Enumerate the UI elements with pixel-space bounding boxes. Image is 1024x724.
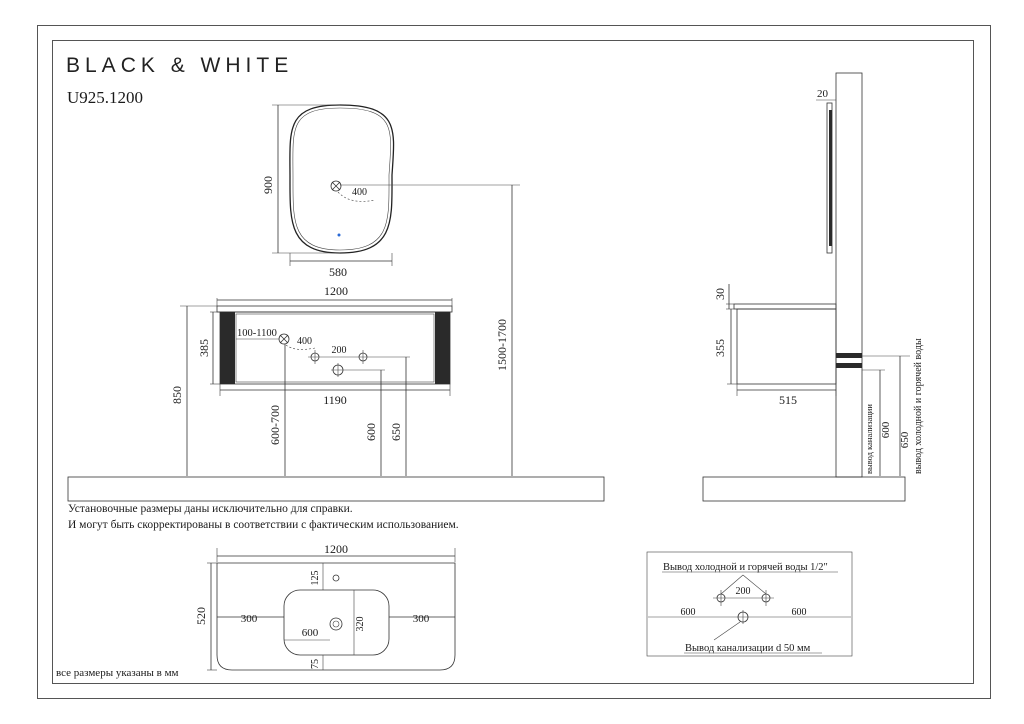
supply-height-label: 650	[389, 423, 403, 441]
note-line-1: Установочные размеры даны исключительно …	[68, 503, 353, 515]
side-drain-label: вывод канализации	[864, 404, 874, 474]
model-number: U925.1200	[67, 88, 144, 107]
mirror-sensor-dot	[337, 233, 341, 237]
cabinet-front-view: 1200 100-1100 400 200	[197, 284, 453, 407]
countertop-side	[733, 303, 837, 310]
detail-spacing-label: 200	[736, 586, 751, 597]
side-depth-label: 515	[779, 393, 797, 407]
mirror-width-label: 580	[329, 265, 347, 279]
wall-side	[835, 72, 863, 478]
top-faucet-hole	[332, 574, 340, 582]
mirror-switch-icon	[330, 180, 342, 192]
faucet-height-label: 600-700	[268, 405, 282, 445]
cabinet-side	[736, 308, 837, 385]
top-outline	[216, 562, 456, 671]
side-supply-label: вывод холодной и горячей воды	[913, 338, 924, 474]
floor-side	[702, 476, 906, 502]
wall-gap-label: 20	[817, 88, 829, 100]
basin-bowl	[283, 589, 390, 656]
cabinet-left-handle	[220, 312, 235, 384]
cabinet-radius-label: 400	[297, 336, 312, 347]
plumbing-detail: Вывод холодной и горячей воды 1/2" 200 6…	[646, 551, 853, 657]
mirror-inner-outline	[292, 107, 391, 251]
cabinet-bottom-width-label: 1190	[323, 393, 347, 407]
cabinet-top-width-label: 1200	[324, 284, 348, 298]
note-line-2: И могут быть скорректированы в соответст…	[68, 519, 459, 531]
mirror-view: 400 900 580	[261, 104, 395, 279]
bowl-depth-label: 320	[355, 617, 366, 632]
basin-drain	[329, 617, 343, 631]
top-depth-label: 520	[194, 607, 208, 625]
side-supply-height-label: 650	[899, 431, 911, 448]
cabinet-height-label: 385	[197, 339, 211, 357]
side-drain-height-label: 600	[880, 421, 892, 438]
plumbing-title: Вывод холодной и горячей воды 1/2"	[663, 562, 828, 573]
faucet-offset-label: 125	[310, 571, 321, 586]
countertop	[216, 305, 453, 313]
mirror-radius-label: 400	[352, 187, 367, 198]
drain-height-label: 600	[364, 423, 378, 441]
top-width-label: 1200	[324, 542, 348, 556]
faucet-range-label: 100-1100	[237, 328, 277, 339]
left-margin-label: 300	[241, 613, 258, 625]
mirror-height-label: 900	[261, 176, 275, 194]
side-cabinet-height-label: 355	[713, 339, 727, 357]
inner-frame	[52, 40, 974, 684]
side-view: 20 30 355 515 вывод канализации	[702, 72, 924, 502]
detail-drain-label: Вывод канализации d 50 мм	[685, 643, 811, 654]
cabinet-right-handle	[435, 312, 450, 384]
units-footnote: все размеры указаны в мм	[56, 667, 179, 679]
plumbing-box	[646, 551, 853, 657]
outer-frame	[37, 25, 991, 699]
floor-front	[67, 476, 605, 502]
detail-right-label: 600	[792, 607, 807, 618]
detail-left-label: 600	[681, 607, 696, 618]
pipe-spacing-label: 200	[332, 345, 347, 356]
right-margin-label: 300	[413, 613, 430, 625]
mirror-mount-height-label: 1500-1700	[495, 319, 509, 371]
bowl-width-label: 600	[302, 627, 319, 639]
top-view: 1200 520 125 300 300 600	[194, 542, 456, 671]
floor-height-label: 850	[170, 386, 184, 404]
top-thickness-label: 30	[713, 288, 727, 300]
brand-logo: BLACK & WHITE	[66, 54, 294, 77]
mirror-outline	[289, 104, 395, 254]
front-margin-label: 75	[310, 659, 321, 669]
